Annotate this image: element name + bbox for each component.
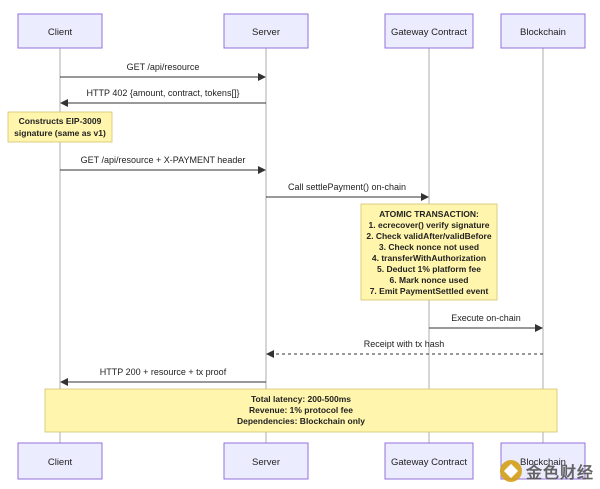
note-atomic-line-6: 5. Deduct 1% platform fee	[377, 264, 481, 274]
note-atomic-transaction: ATOMIC TRANSACTION: 1. ecrecover() verif…	[360, 203, 498, 301]
note-atomic-line-4: 3. Check nonce not used	[379, 242, 479, 252]
note-summary: Total latency: 200-500ms Revenue: 1% pro…	[44, 388, 558, 433]
watermark-logo-icon	[499, 460, 522, 482]
actor-gateway-top: Gateway Contract	[384, 13, 474, 49]
note-atomic-line-5: 4. transferWithAuthorization	[372, 253, 486, 263]
actor-blockchain-bottom-label: Blockchain	[520, 457, 566, 468]
actor-gateway-bottom: Gateway Contract	[384, 442, 474, 480]
note-signature: Constructs EIP-3009 signature (same as v…	[7, 111, 113, 143]
note-summary-line-1: Total latency: 200-500ms	[251, 394, 351, 404]
actor-gateway-bottom-label: Gateway Contract	[391, 457, 467, 468]
actor-server-bottom-label: Server	[252, 457, 280, 468]
actor-server-label: Server	[252, 27, 280, 38]
note-atomic-line-2: 1. ecrecover() verify signature	[369, 220, 490, 230]
message-label-http-200: HTTP 200 + resource + tx proof	[100, 367, 227, 377]
note-signature-line-1: Constructs EIP-3009	[19, 116, 102, 126]
message-label-execute-on-chain: Execute on-chain	[451, 313, 521, 323]
note-atomic-line-8: 7. Emit PaymentSettled event	[370, 286, 489, 296]
actor-server-bottom: Server	[223, 442, 309, 480]
note-summary-line-3: Dependencies: Blockchain only	[237, 416, 365, 426]
actor-client-bottom: Client	[17, 442, 103, 480]
note-atomic-line-3: 2. Check validAfter/validBefore	[366, 231, 491, 241]
note-signature-line-2: signature (same as v1)	[14, 128, 106, 138]
actor-client-bottom-label: Client	[48, 457, 73, 468]
message-label-get-with-payment: GET /api/resource + X-PAYMENT header	[81, 155, 246, 165]
note-summary-line-2: Revenue: 1% protocol fee	[249, 405, 353, 415]
note-atomic-line-7: 6. Mark nonce used	[390, 275, 469, 285]
note-atomic-line-1: ATOMIC TRANSACTION:	[379, 209, 479, 219]
message-label-receipt: Receipt with tx hash	[364, 339, 445, 349]
message-label-http-402: HTTP 402 {amount, contract, tokens[]}	[87, 88, 240, 98]
message-label-settle-payment: Call settlePayment() on-chain	[288, 182, 406, 192]
actor-gateway-label: Gateway Contract	[391, 27, 467, 38]
actor-server-top: Server	[223, 13, 309, 49]
actor-client-label: Client	[48, 27, 73, 38]
message-label-get-resource: GET /api/resource	[127, 62, 200, 72]
watermark: 金色财经	[499, 459, 594, 483]
actor-blockchain-top: Blockchain	[500, 13, 586, 49]
watermark-text: 金色财经	[525, 463, 594, 482]
actor-blockchain-label: Blockchain	[520, 27, 566, 38]
actor-client-top: Client	[17, 13, 103, 49]
